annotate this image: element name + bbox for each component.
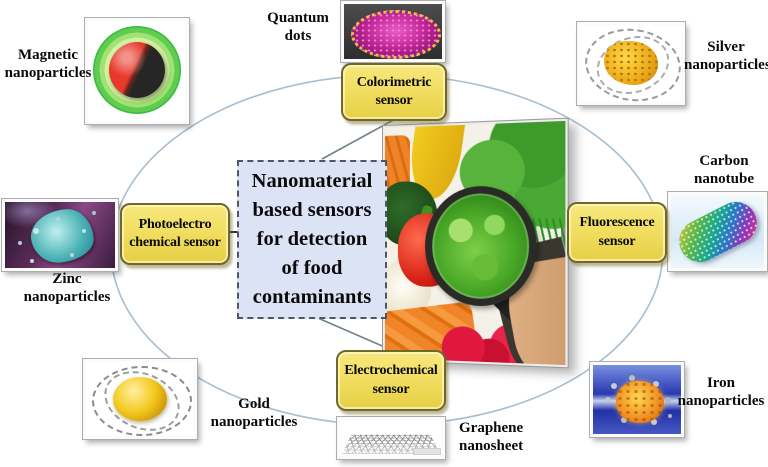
iron-nanoparticles-image	[590, 362, 684, 437]
magnetic-nanoparticles-label: Magnetic nanoparticles	[0, 47, 96, 82]
food-contaminants-photo	[383, 119, 568, 368]
graphene-nanosheet-image	[337, 417, 445, 459]
silver-nanoparticles-image	[577, 22, 685, 105]
electrochemical-sensor-box: Electrochemical sensor	[336, 350, 446, 411]
iron-nanoparticles-label: Iron nanoparticles	[674, 375, 768, 410]
center-line-4: of food	[239, 254, 385, 283]
quantum-dots-label: Quantum dots	[256, 10, 340, 45]
magnifier-lens	[425, 185, 537, 307]
iron-scatter-dots	[611, 383, 617, 389]
gold-nanoparticles-label: Gold nanoparticles	[202, 396, 306, 431]
carbon-nanotube-label: Carbon nanotube	[682, 153, 766, 188]
magnetic-core-sphere	[109, 42, 165, 98]
quantum-dot-dome	[351, 10, 441, 59]
colorimetric-sensor-box: Colorimetric sensor	[341, 63, 447, 121]
carbon-nanotube-image	[668, 192, 767, 271]
center-title-box: Nanomaterial based sensors for detection…	[237, 160, 387, 319]
zinc-nanoparticles-label: Zinc nanoparticles	[16, 271, 118, 306]
photoelectrochemical-sensor-box: Photoelectro chemical sensor	[120, 203, 230, 265]
graphene-nanosheet-label: Graphene nanosheet	[459, 420, 571, 455]
zinc-scatter-dots	[33, 228, 39, 234]
magnetic-nanoparticles-image	[85, 18, 189, 124]
fluorescence-sensor-box: Fluorescence sensor	[567, 202, 667, 263]
center-line-1: Nanomaterial	[239, 167, 385, 196]
silver-nanoparticles-label: Silver nanoparticles	[684, 39, 768, 74]
iron-cluster-core	[616, 381, 664, 423]
center-line-5: contaminants	[239, 283, 385, 312]
quantum-dots-image	[341, 1, 445, 62]
gold-sphere-core	[113, 377, 167, 421]
center-line-2: based sensors	[239, 196, 385, 225]
graphene-watermark	[414, 449, 440, 454]
gold-nanoparticles-image	[83, 359, 197, 439]
center-line-3: for detection	[239, 225, 385, 254]
nanotube-graphic	[672, 195, 764, 270]
zinc-nanoparticles-image	[2, 199, 118, 271]
